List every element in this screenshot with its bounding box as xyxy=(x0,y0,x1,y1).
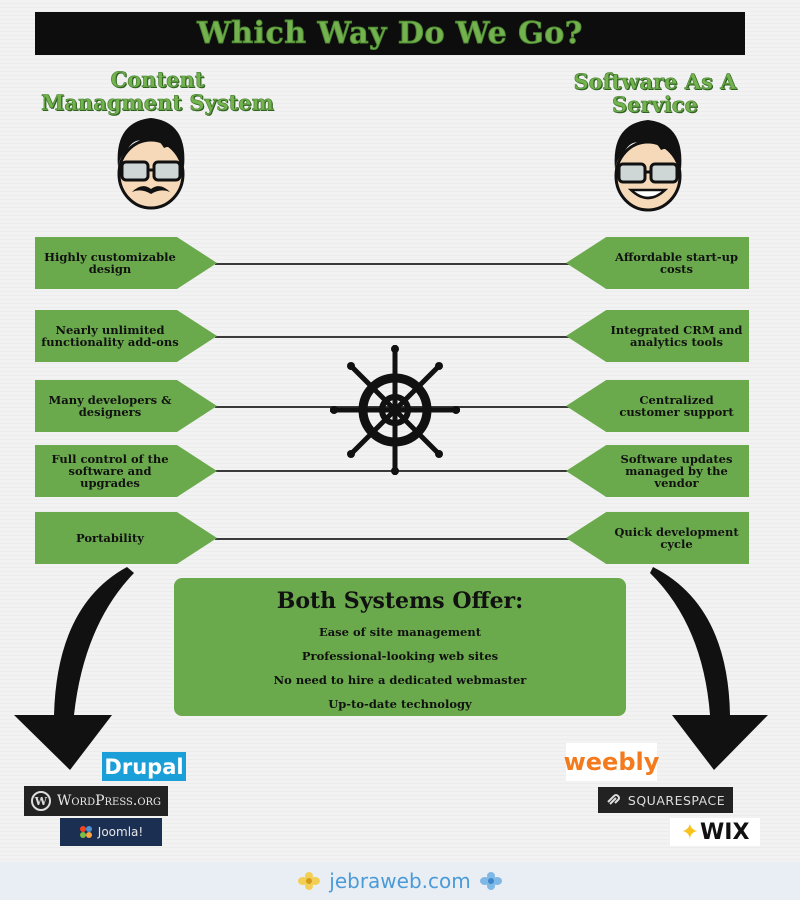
joomla-logo: Joomla! xyxy=(60,818,162,846)
flower-icon-blue xyxy=(479,872,502,890)
cms-heading-line1: Content xyxy=(110,67,205,92)
cms-benefit-label: Full control of the software and upgrade… xyxy=(51,452,169,490)
ship-wheel-icon xyxy=(330,345,460,475)
both-systems-title: Both Systems Offer: xyxy=(276,588,524,614)
saas-benefit-2: Integrated CRM and analytics tools xyxy=(566,310,749,362)
saas-heading-line2: Service xyxy=(612,92,699,117)
wordpress-logo-text: WordPress.org xyxy=(56,793,162,809)
cms-heading: Content Managment System xyxy=(30,67,285,115)
footer-bar: jebraweb.com xyxy=(0,862,800,900)
saas-heading: Software As A Service xyxy=(555,69,755,117)
both-systems-panel: Both Systems Offer: Ease of site managem… xyxy=(174,578,626,716)
drupal-logo-text: Drupal xyxy=(104,754,184,779)
joomla-icon xyxy=(79,826,92,838)
page-title: Which Way Do We Go? xyxy=(197,16,583,52)
wordpress-logo: W WordPress.org xyxy=(24,786,168,816)
avatar-mustache-icon xyxy=(117,118,185,210)
cms-benefit-2: Nearly unlimited functionality add-ons xyxy=(35,310,217,362)
drupal-logo: Drupal xyxy=(102,752,186,781)
saas-benefit-label: Integrated CRM and analytics tools xyxy=(610,323,743,349)
saas-benefit-1: Affordable start-up costs xyxy=(566,237,749,289)
cms-benefit-4: Full control of the software and upgrade… xyxy=(35,445,217,497)
list-item: Up-to-date technology xyxy=(328,697,472,711)
cms-heading-line2: Managment System xyxy=(41,90,274,115)
saas-benefit-label: Affordable start-up costs xyxy=(614,250,739,276)
connector-line xyxy=(215,538,570,540)
cms-benefit-1: Highly customizable design xyxy=(35,237,217,289)
list-item: No need to hire a dedicated webmaster xyxy=(273,673,527,687)
connector-line xyxy=(215,263,570,265)
weebly-logo-text: weebly xyxy=(563,748,660,776)
squarespace-icon xyxy=(607,794,620,805)
saas-heading-line1: Software As A xyxy=(573,69,737,94)
wix-logo-text: WIX xyxy=(700,819,750,845)
wordpress-icon: W xyxy=(30,791,51,811)
saas-benefit-5: Quick development cycle xyxy=(566,512,749,564)
joomla-logo-text: Joomla! xyxy=(97,825,144,839)
saas-benefit-4: Software updates managed by the vendor xyxy=(566,445,749,497)
flower-icon-yellow xyxy=(298,872,321,890)
avatar-smile-icon xyxy=(614,120,682,212)
footer-link[interactable]: jebraweb.com xyxy=(329,869,471,893)
cms-benefit-label: Highly customizable design xyxy=(44,250,176,276)
curved-arrow-left-icon xyxy=(14,567,134,770)
list-item: Ease of site management xyxy=(318,625,482,639)
saas-benefit-3: Centralized customer support xyxy=(566,380,749,432)
both-systems-list: Ease of site management Professional-loo… xyxy=(174,620,626,716)
cms-benefit-label: Portability xyxy=(76,531,144,545)
wix-logo: ✦ WIX xyxy=(670,818,760,846)
wix-accent-icon: ✦ xyxy=(680,819,699,845)
connector-line xyxy=(215,336,570,338)
saas-benefit-label: Software updates managed by the vendor xyxy=(620,452,733,490)
squarespace-logo-text: SQUARESPACE xyxy=(627,792,726,808)
weebly-logo: weebly xyxy=(563,743,660,781)
curved-arrow-right-icon xyxy=(650,567,768,770)
squarespace-logo: SQUARESPACE xyxy=(598,787,733,813)
cms-benefit-label: Nearly unlimited functionality add-ons xyxy=(41,323,179,349)
cms-benefit-3: Many developers & designers xyxy=(35,380,217,432)
list-item: Professional-looking web sites xyxy=(301,649,499,663)
saas-benefit-label: Quick development cycle xyxy=(614,525,739,551)
saas-benefit-label: Centralized customer support xyxy=(619,393,734,419)
cms-benefit-5: Portability xyxy=(35,512,217,564)
title-banner: Which Way Do We Go? xyxy=(35,12,745,55)
cms-benefit-label: Many developers & designers xyxy=(48,393,172,419)
